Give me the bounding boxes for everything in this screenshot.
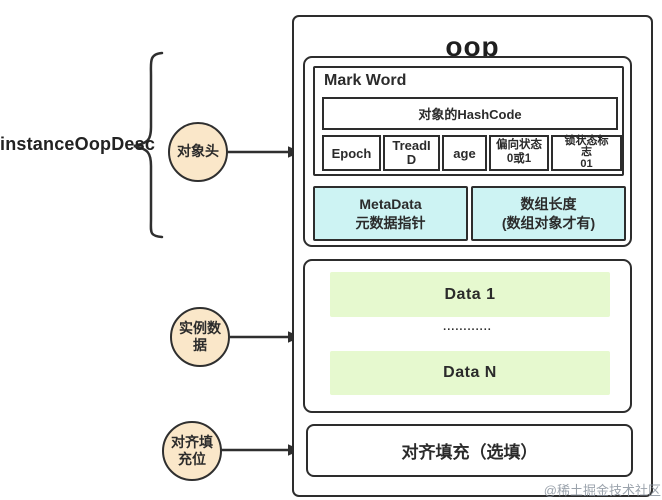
alignment-padding-box: 对齐填充（选填） <box>306 424 633 477</box>
data-n-box: Data N <box>330 351 610 395</box>
cell-biased-state: 偏向状态 0或1 <box>489 135 549 171</box>
data-ellipsis: ............ <box>443 321 492 333</box>
meta-row: MetaData 元数据指针 数组长度 (数组对象才有) <box>313 186 626 241</box>
oop-box: oop Mark Word 对象的HashCode Epoch TreadI D… <box>292 15 653 497</box>
data-1-box: Data 1 <box>330 272 610 317</box>
metadata-pointer-box: MetaData 元数据指针 <box>313 186 468 241</box>
cell-lock-flag: 锁状态标 志 01 <box>551 135 622 171</box>
cell-thread-id: TreadI D <box>383 135 440 171</box>
arrow-instance-data <box>230 331 301 343</box>
node-alignment-padding-label: 对齐填 充位 <box>171 433 213 468</box>
node-object-header: 对象头 <box>168 122 228 182</box>
node-alignment-padding: 对齐填 充位 <box>162 421 222 481</box>
array-length-box: 数组长度 (数组对象才有) <box>471 186 626 241</box>
node-instance-data: 实例数 据 <box>170 307 230 367</box>
watermark: @稀土掘金技术社区 <box>543 483 661 498</box>
node-object-header-label: 对象头 <box>177 143 219 160</box>
instance-data-container: Data 1 ............ Data N <box>303 259 632 413</box>
cell-age: age <box>442 135 487 171</box>
mark-word-box: Mark Word 对象的HashCode Epoch TreadI D age… <box>313 66 624 176</box>
instance-oop-desc-label: instanceOopDesc <box>0 134 156 154</box>
mark-word-cells: Epoch TreadI D age 偏向状态 0或1 锁状态标 志 01 <box>322 135 622 171</box>
hashcode-box: 对象的HashCode <box>322 97 618 130</box>
mark-word-title: Mark Word <box>324 72 407 89</box>
object-header-container: Mark Word 对象的HashCode Epoch TreadI D age… <box>303 56 632 247</box>
cell-epoch: Epoch <box>322 135 381 171</box>
arrow-alignment-padding <box>220 444 301 456</box>
arrow-object-header <box>228 146 301 158</box>
node-instance-data-label: 实例数 据 <box>179 319 221 354</box>
